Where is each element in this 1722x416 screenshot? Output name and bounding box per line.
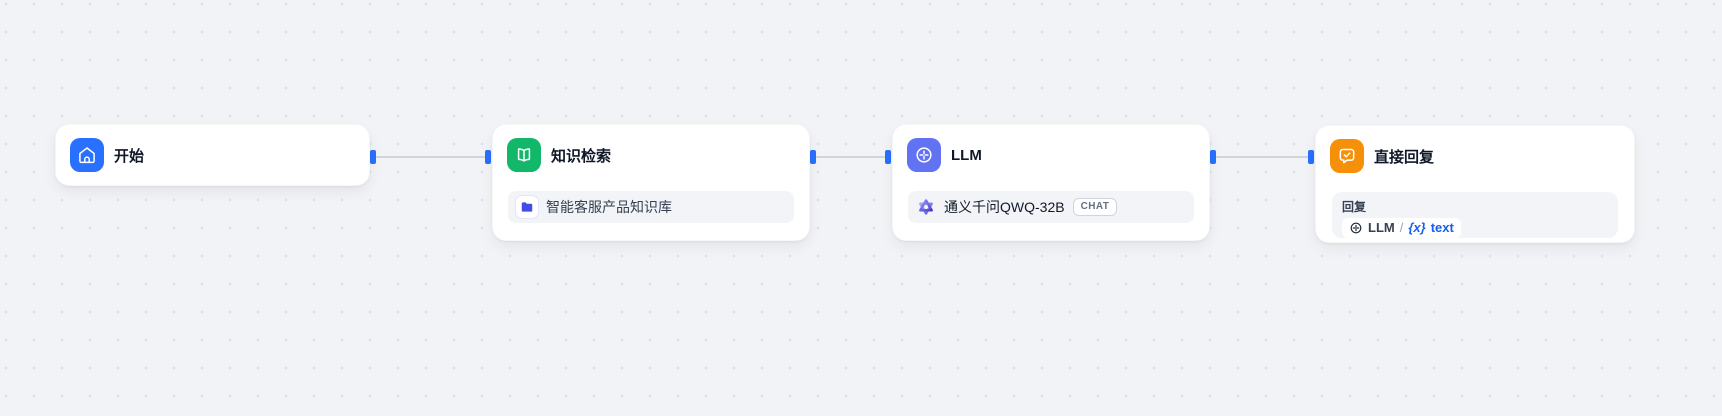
- book-open-icon: [507, 138, 541, 172]
- edge-llm-to-answer[interactable]: [1216, 156, 1308, 158]
- node-answer-header: 直接回复: [1330, 139, 1620, 173]
- folder-icon: [516, 196, 538, 218]
- node-llm-title: LLM: [951, 146, 982, 164]
- node-knowledge-header: 知识检索: [507, 138, 795, 172]
- variable-separator: /: [1399, 220, 1404, 235]
- reply-check-icon: [1330, 139, 1364, 173]
- reply-label: 回复: [1342, 200, 1367, 214]
- edge-knowledge-to-llm[interactable]: [816, 156, 885, 158]
- node-answer-title: 直接回复: [1374, 148, 1435, 166]
- knowledge-output-handle[interactable]: [810, 150, 816, 164]
- model-icon: [1350, 222, 1362, 234]
- node-knowledge-retrieval[interactable]: 知识检索 智能客服产品知识库: [492, 124, 810, 241]
- knowledge-input-handle[interactable]: [485, 150, 491, 164]
- reply-section: 回复 LLM / {x} text: [1332, 192, 1618, 238]
- edge-start-to-knowledge[interactable]: [376, 156, 485, 158]
- llm-output-handle[interactable]: [1210, 150, 1216, 164]
- variable-name: text: [1430, 220, 1454, 235]
- variable-x-icon: {x}: [1408, 220, 1426, 235]
- node-knowledge-title: 知识检索: [551, 147, 612, 165]
- model-name: 通义千问QWQ-32B: [944, 199, 1065, 215]
- llm-input-handle[interactable]: [885, 150, 891, 164]
- answer-input-handle[interactable]: [1308, 150, 1314, 164]
- node-llm[interactable]: LLM 通义千问QWQ-32B CHAT: [892, 124, 1210, 241]
- node-start-header: 开始: [70, 138, 355, 172]
- variable-source-node: LLM: [1368, 220, 1395, 235]
- knowledge-base-row: 智能客服产品知识库: [508, 191, 794, 223]
- node-start[interactable]: 开始: [55, 124, 370, 186]
- model-icon: [907, 138, 941, 172]
- node-llm-header: LLM: [907, 138, 1195, 172]
- variable-reference-pill: LLM / {x} text: [1342, 218, 1461, 238]
- start-output-handle[interactable]: [370, 150, 376, 164]
- model-row: 通义千问QWQ-32B CHAT: [908, 191, 1194, 223]
- home-icon: [70, 138, 104, 172]
- knowledge-base-name: 智能客服产品知识库: [546, 199, 672, 215]
- model-mode-badge: CHAT: [1072, 198, 1118, 216]
- node-start-title: 开始: [114, 147, 145, 165]
- node-answer[interactable]: 直接回复 回复 LLM / {x} text: [1315, 125, 1635, 243]
- qwen-logo-icon: [919, 199, 933, 215]
